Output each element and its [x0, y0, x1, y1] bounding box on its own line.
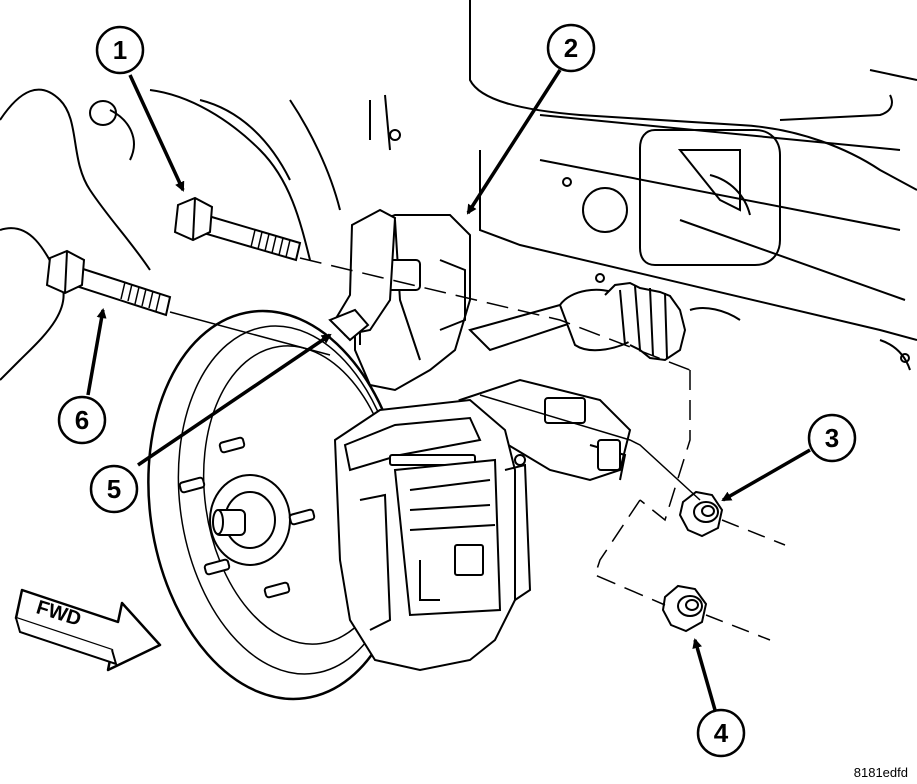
- leader-1: [128, 74, 185, 192]
- leader-4: [692, 638, 717, 711]
- brake-caliper: [333, 398, 532, 672]
- nut-4: [661, 584, 708, 633]
- callout-2: 2: [546, 23, 596, 73]
- callout-3: 3: [807, 413, 857, 463]
- assembly-center-lines: [169, 257, 786, 641]
- fwd-arrow: FWD: [14, 588, 162, 672]
- bolt-6: [45, 249, 172, 317]
- callout-number: 5: [107, 474, 121, 504]
- vehicle-frame: [0, 0, 917, 381]
- callout-number: 2: [564, 33, 578, 63]
- callout-6: 6: [57, 395, 107, 445]
- callout-circle: [89, 464, 139, 514]
- callout-5: 5: [89, 464, 139, 514]
- callout-circle: [95, 25, 145, 75]
- callout-leaders: [86, 69, 811, 711]
- leader-2: [466, 69, 562, 215]
- leader-3: [721, 448, 811, 502]
- callout-number: 6: [75, 405, 89, 435]
- callout-circle: [807, 413, 857, 463]
- caliper-bracket: [328, 208, 397, 342]
- bolt-1: [173, 196, 302, 262]
- callout-number: 3: [825, 423, 839, 453]
- callout-circle: [696, 708, 746, 758]
- callout-number: 4: [714, 718, 729, 748]
- nut-3: [678, 490, 724, 538]
- leader-6: [86, 308, 107, 396]
- figure-id: 8181edfd: [854, 765, 908, 780]
- callout-4: 4: [696, 708, 746, 758]
- callout-circle: [57, 395, 107, 445]
- callout-number: 1: [113, 35, 127, 65]
- callout-1: 1: [95, 25, 145, 75]
- leader-5: [137, 333, 332, 467]
- callout-circle: [546, 23, 596, 73]
